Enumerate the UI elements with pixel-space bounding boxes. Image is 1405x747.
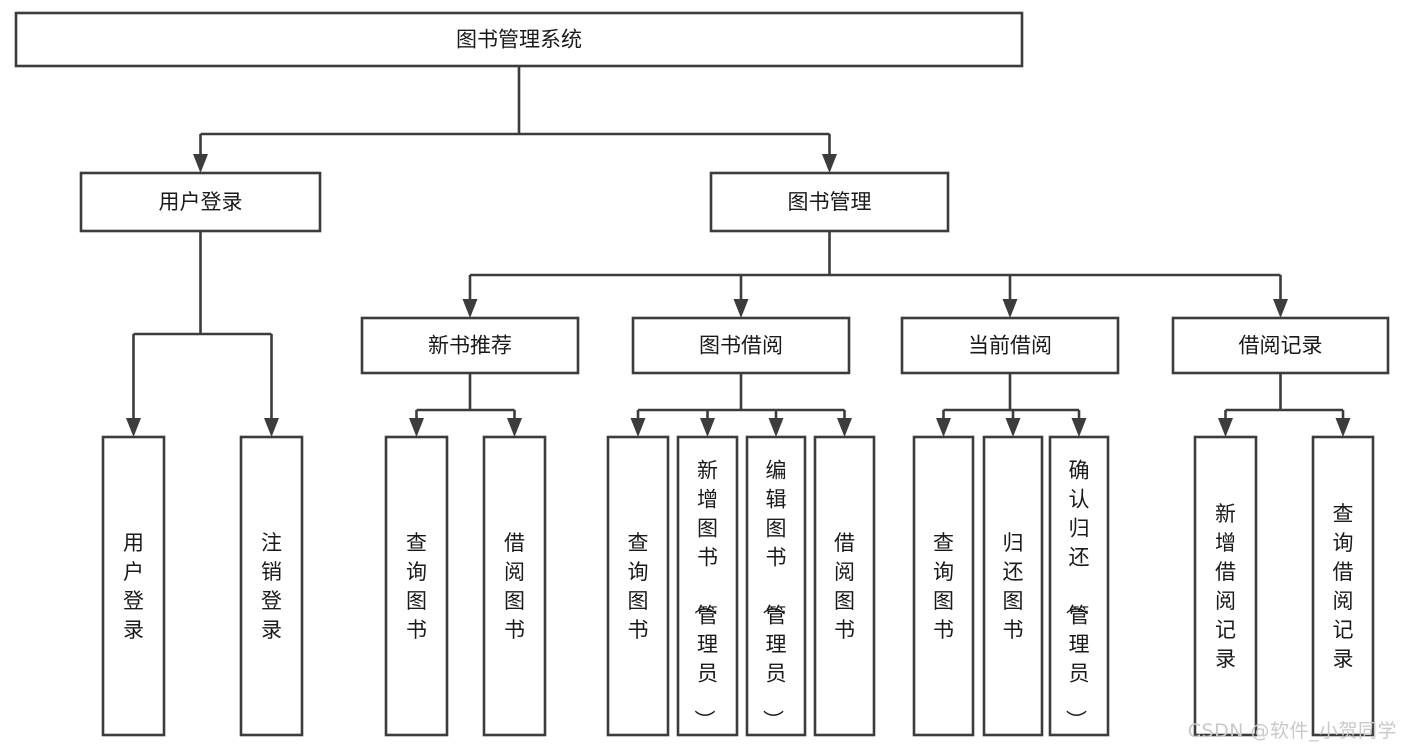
edge-用户登录-drop-1-arrowhead bbox=[264, 418, 279, 437]
edge-root-drop-1-arrowhead bbox=[822, 154, 837, 173]
node-leaf-12-查询借阅记录-box bbox=[1311, 435, 1375, 737]
node-leaf-2-查询图书-box bbox=[384, 435, 449, 737]
edge-用户登录-drop-0-arrowhead bbox=[126, 418, 141, 437]
node-root-label: 图书管理系统 bbox=[456, 28, 582, 52]
node-layer: 图书管理系统用户登录图书管理新书推荐图书借阅当前借阅借阅记录用户登录注销登录查询… bbox=[14, 11, 1390, 737]
edge-借阅记录-drop-0-arrowhead bbox=[1218, 418, 1233, 437]
node-l3-当前借阅-box bbox=[900, 316, 1120, 375]
node-leaf-11-新增借阅记录[interactable]: 新增借阅记录 bbox=[1193, 435, 1258, 737]
node-leaf-2-查询图书[interactable]: 查询图书 bbox=[384, 435, 449, 737]
node-l3-借阅记录[interactable]: 借阅记录 bbox=[1171, 316, 1390, 375]
node-l3-当前借阅[interactable]: 当前借阅 bbox=[900, 316, 1120, 375]
node-leaf-12-查询借阅记录[interactable]: 查询借阅记录 bbox=[1311, 435, 1375, 737]
node-leaf-4-查询图书-label: 查询图书 bbox=[628, 531, 649, 642]
node-l2-图书管理-label: 图书管理 bbox=[788, 190, 872, 214]
node-leaf-3-借阅图书-box bbox=[482, 435, 547, 737]
node-l2-图书管理[interactable]: 图书管理 bbox=[709, 171, 950, 233]
node-leaf-6-编辑图书管理员[interactable]: 编辑图书（管理员） bbox=[745, 435, 807, 737]
node-l3-图书借阅-box bbox=[631, 316, 851, 375]
node-leaf-1-注销登录[interactable]: 注销登录 bbox=[239, 435, 304, 737]
edge-图书借阅-drop-0-arrowhead bbox=[630, 418, 646, 437]
edge-图书借阅-drop-2-arrowhead bbox=[768, 418, 784, 437]
node-l2-用户登录[interactable]: 用户登录 bbox=[79, 171, 322, 233]
edge-当前借阅-drop-0-arrowhead bbox=[936, 418, 951, 437]
node-leaf-5-新增图书管理员-box bbox=[676, 435, 739, 737]
node-l3-借阅记录-box bbox=[1171, 316, 1390, 375]
node-l3-新书推荐-label: 新书推荐 bbox=[428, 334, 512, 358]
node-l2-图书管理-box bbox=[709, 171, 950, 233]
node-l3-当前借阅-label: 当前借阅 bbox=[968, 334, 1052, 358]
node-leaf-8-查询图书-box bbox=[912, 435, 975, 737]
node-leaf-5-新增图书管理员-label: 新增图书（管理员） bbox=[692, 459, 718, 731]
node-leaf-3-借阅图书-label: 借阅图书 bbox=[504, 531, 525, 642]
node-leaf-4-查询图书[interactable]: 查询图书 bbox=[606, 435, 670, 737]
node-leaf-10-确认归还管理员-label: 确认归还（管理员） bbox=[1064, 459, 1090, 731]
node-leaf-1-注销登录-box bbox=[239, 435, 304, 737]
node-l3-图书借阅[interactable]: 图书借阅 bbox=[631, 316, 851, 375]
node-l3-新书推荐[interactable]: 新书推荐 bbox=[360, 316, 580, 375]
node-leaf-0-用户登录-label: 用户登录 bbox=[123, 531, 144, 642]
node-leaf-5-新增图书管理员[interactable]: 新增图书（管理员） bbox=[676, 435, 739, 737]
node-leaf-4-查询图书-box bbox=[606, 435, 670, 737]
node-leaf-9-归还图书[interactable]: 归还图书 bbox=[982, 435, 1044, 737]
edge-图书借阅-drop-1-arrowhead bbox=[700, 418, 715, 437]
node-leaf-2-查询图书-label: 查询图书 bbox=[406, 531, 427, 642]
node-leaf-7-借阅图书[interactable]: 借阅图书 bbox=[813, 435, 876, 737]
node-leaf-0-用户登录[interactable]: 用户登录 bbox=[101, 435, 166, 737]
node-leaf-9-归还图书-label: 归还图书 bbox=[1003, 531, 1024, 642]
edge-新书推荐-drop-0-arrowhead bbox=[409, 418, 424, 437]
node-leaf-8-查询图书[interactable]: 查询图书 bbox=[912, 435, 975, 737]
node-leaf-6-编辑图书管理员-box bbox=[745, 435, 807, 737]
edge-tushuguanli-drop-0-arrowhead bbox=[462, 299, 478, 318]
edge-当前借阅-drop-1-arrowhead bbox=[1005, 418, 1021, 437]
node-l3-图书借阅-label: 图书借阅 bbox=[699, 334, 783, 358]
edge-新书推荐-drop-1-arrowhead bbox=[507, 418, 522, 437]
node-leaf-6-编辑图书管理员-label: 编辑图书（管理员） bbox=[761, 459, 787, 731]
node-root[interactable]: 图书管理系统 bbox=[14, 11, 1024, 68]
node-leaf-9-归还图书-box bbox=[982, 435, 1044, 737]
edge-图书借阅-drop-3-arrowhead bbox=[837, 418, 852, 437]
node-l3-新书推荐-box bbox=[360, 316, 580, 375]
node-l3-借阅记录-label: 借阅记录 bbox=[1239, 334, 1323, 358]
node-leaf-0-用户登录-box bbox=[101, 435, 166, 737]
node-root-box bbox=[14, 11, 1024, 68]
node-leaf-10-确认归还管理员[interactable]: 确认归还（管理员） bbox=[1048, 435, 1110, 737]
node-leaf-7-借阅图书-label: 借阅图书 bbox=[834, 531, 855, 642]
connector-layer bbox=[126, 66, 1351, 437]
node-l2-用户登录-box bbox=[79, 171, 322, 233]
edge-tushuguanli-drop-1-arrowhead bbox=[733, 299, 749, 318]
node-leaf-10-确认归还管理员-box bbox=[1048, 435, 1110, 737]
edge-tushuguanli-drop-2-arrowhead bbox=[1002, 299, 1018, 318]
node-leaf-8-查询图书-label: 查询图书 bbox=[933, 531, 954, 642]
node-l2-用户登录-label: 用户登录 bbox=[159, 190, 243, 214]
node-leaf-1-注销登录-label: 注销登录 bbox=[261, 531, 282, 642]
node-leaf-12-查询借阅记录-label: 查询借阅记录 bbox=[1333, 502, 1354, 671]
node-leaf-3-借阅图书[interactable]: 借阅图书 bbox=[482, 435, 547, 737]
edge-借阅记录-drop-1-arrowhead bbox=[1335, 418, 1351, 437]
edge-tushuguanli-drop-3-arrowhead bbox=[1273, 299, 1288, 318]
edge-root-drop-0-arrowhead bbox=[193, 154, 208, 173]
node-leaf-11-新增借阅记录-box bbox=[1193, 435, 1258, 737]
node-leaf-7-借阅图书-box bbox=[813, 435, 876, 737]
edge-当前借阅-drop-2-arrowhead bbox=[1071, 418, 1087, 437]
node-leaf-11-新增借阅记录-label: 新增借阅记录 bbox=[1215, 502, 1236, 671]
